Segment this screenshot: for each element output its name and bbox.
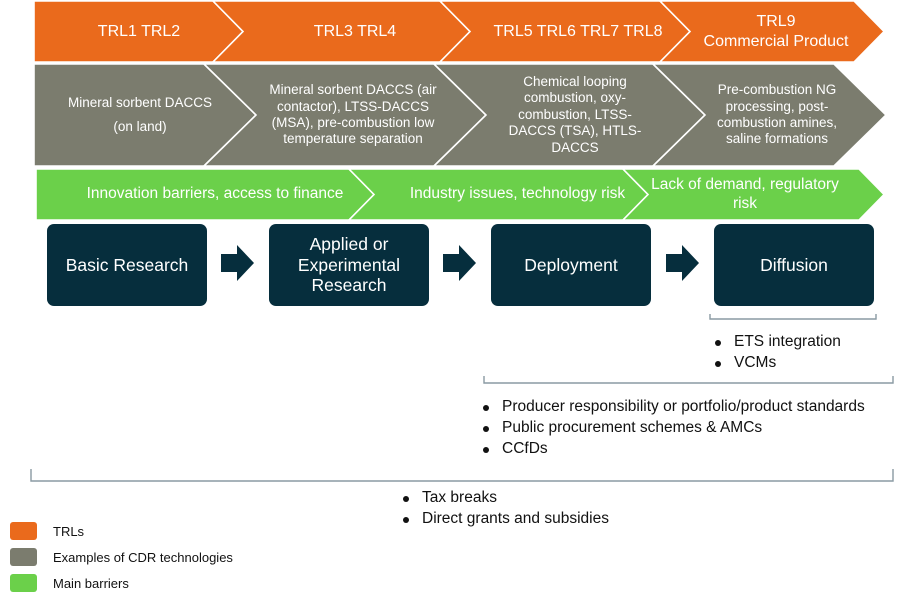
barrier-label-2: Industry issues, technology risk: [409, 185, 626, 203]
policy-item: VCMs: [712, 352, 841, 373]
bracket-deployment-diffusion: [483, 376, 894, 384]
policy-item: Tax breaks: [400, 487, 609, 508]
legend: TRLs Examples of CDR technologies Main b…: [10, 518, 233, 596]
legend-swatch-green: [10, 574, 37, 592]
tech-label-1: Mineral sorbent DACCS (on land): [67, 95, 213, 134]
policy-list-all-stages: Tax breaks Direct grants and subsidies: [400, 487, 609, 529]
tech-label-2: Mineral sorbent DACCS (air contactor), L…: [269, 82, 437, 147]
legend-item-cdr-technologies: Examples of CDR technologies: [10, 544, 233, 570]
barrier-chevron-3: [621, 168, 886, 221]
policy-item: Producer responsibility or portfolio/pro…: [480, 396, 865, 417]
stage-deployment: Deployment: [491, 224, 651, 306]
stage-diffusion: Diffusion: [714, 224, 874, 306]
trl-label-2: TRL3 TRL4: [313, 22, 397, 40]
policy-item: ETS integration: [712, 331, 841, 352]
trl-label-4: TRL9 Commercial Product: [703, 12, 849, 50]
stage-applied-research: Applied or Experimental Research: [269, 224, 429, 306]
stage-arrow-icon-2: [443, 245, 476, 281]
policy-item: CCfDs: [480, 438, 865, 459]
tech-label-3: Chemical looping combustion, oxy-combust…: [508, 73, 642, 155]
stage-arrow-icon-1: [221, 245, 254, 281]
policy-item: Direct grants and subsidies: [400, 508, 609, 529]
bracket-all-stages: [30, 469, 894, 482]
legend-swatch-orange: [10, 522, 37, 540]
barrier-label-1: Innovation barriers, access to finance: [86, 185, 344, 203]
stage-arrow-icon-3: [666, 245, 699, 281]
trl-label-3: TRL5 TRL6 TRL7 TRL8: [493, 22, 663, 40]
trl-chevron-4: [658, 0, 886, 63]
policy-list-diffusion: ETS integration VCMs: [712, 331, 841, 373]
legend-item-trls: TRLs: [10, 518, 233, 544]
legend-swatch-gray: [10, 548, 37, 566]
barrier-label-3: Lack of demand, regulatory risk: [651, 175, 839, 212]
trl-label-1: TRL1 TRL2: [97, 22, 181, 40]
stage-basic-research: Basic Research: [47, 224, 207, 306]
tech-label-4: Pre-combustion NG processing, post-combu…: [716, 82, 838, 147]
policy-item: Public procurement schemes & AMCs: [480, 417, 865, 438]
legend-item-main-barriers: Main barriers: [10, 570, 233, 596]
tech-chevron-4: [651, 63, 888, 167]
policy-list-deployment: Producer responsibility or portfolio/pro…: [480, 396, 865, 459]
bracket-diffusion: [709, 314, 877, 320]
